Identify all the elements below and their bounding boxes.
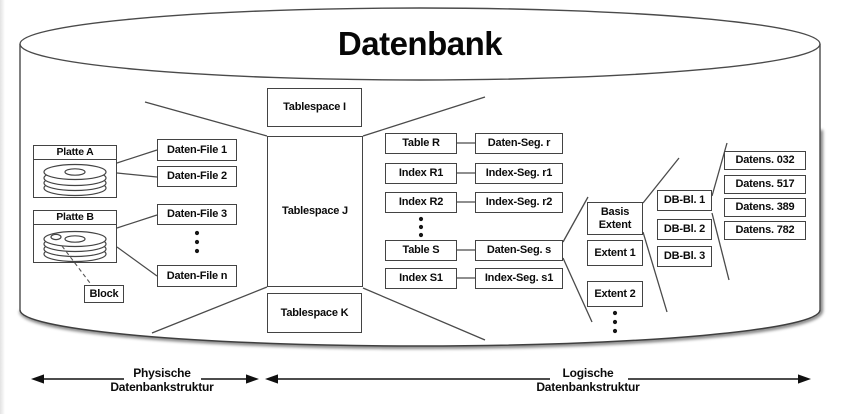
disk-box-platte-a: Platte A — [33, 145, 117, 198]
table-r-box: Table R — [385, 133, 457, 154]
basis-extent-box: Basis Extent — [587, 202, 643, 235]
ellipsis-dots-tables — [418, 216, 424, 238]
legend-logical-line1: Logische — [562, 366, 614, 380]
extent-2-box: Extent 2 — [587, 281, 643, 307]
ellipsis-dots-extents — [612, 310, 618, 334]
datensatz-389-box: Datens. 389 — [724, 198, 806, 217]
tablespace-j-box: Tablespace J — [267, 136, 363, 287]
disk-icon-platte-a — [43, 163, 107, 197]
datensatz-782-box: Datens. 782 — [724, 221, 806, 240]
index-seg-s1-box: Index-Seg. s1 — [475, 268, 563, 289]
daten-file-2-box: Daten-File 2 — [157, 166, 237, 187]
table-s-box: Table S — [385, 240, 457, 261]
db-block-1-box: DB-Bl. 1 — [657, 190, 712, 211]
legend-physical-line1: Physische — [133, 366, 191, 380]
legend-arrow-heads — [31, 374, 811, 384]
legend-logical-line2: Datenbankstruktur — [536, 380, 640, 394]
diagram-title: Datenbank — [337, 25, 503, 62]
block-pointer-dashed-line — [61, 245, 91, 284]
legend-physical: Physische Datenbankstruktur — [62, 366, 262, 394]
extent-1-box: Extent 1 — [587, 240, 643, 266]
disk-box-platte-b: Platte B — [33, 210, 117, 263]
mapping-fan-lines — [144, 96, 730, 341]
disk-icon-platte-b — [43, 230, 107, 263]
tablespace-i-box: Tablespace I — [267, 88, 362, 127]
datensatz-032-box: Datens. 032 — [724, 151, 806, 170]
page-edge-shade — [0, 0, 5, 414]
daten-seg-s-box: Daten-Seg. s — [475, 240, 563, 261]
index-seg-r1-box: Index-Seg. r1 — [475, 163, 563, 184]
db-block-2-box: DB-Bl. 2 — [657, 219, 712, 240]
table-segment-connectors — [457, 142, 475, 279]
cylinder-bottom-arc — [19, 309, 821, 347]
tablespace-k-box: Tablespace K — [267, 293, 362, 333]
daten-file-1-box: Daten-File 1 — [157, 139, 237, 161]
platte-b-label: Platte B — [34, 211, 116, 225]
ellipsis-dots-files — [194, 230, 200, 254]
legend-physical-line2: Datenbankstruktur — [110, 380, 214, 394]
index-s1-box: Index S1 — [385, 268, 457, 289]
index-seg-r2-box: Index-Seg. r2 — [475, 192, 563, 213]
platte-a-label: Platte A — [34, 146, 116, 160]
daten-file-n-box: Daten-File n — [157, 265, 237, 287]
index-r2-box: Index R2 — [385, 192, 457, 213]
block-box: Block — [84, 285, 124, 303]
daten-file-3-box: Daten-File 3 — [157, 204, 237, 225]
legend-logical: Logische Datenbankstruktur — [488, 366, 688, 394]
db-block-3-box: DB-Bl. 3 — [657, 246, 712, 267]
database-cylinder-top — [19, 7, 821, 81]
datensatz-517-box: Datens. 517 — [724, 175, 806, 194]
daten-seg-r-box: Daten-Seg. r — [475, 133, 563, 154]
index-r1-box: Index R1 — [385, 163, 457, 184]
block-marker — [50, 233, 62, 241]
disk-file-connectors — [116, 149, 158, 277]
